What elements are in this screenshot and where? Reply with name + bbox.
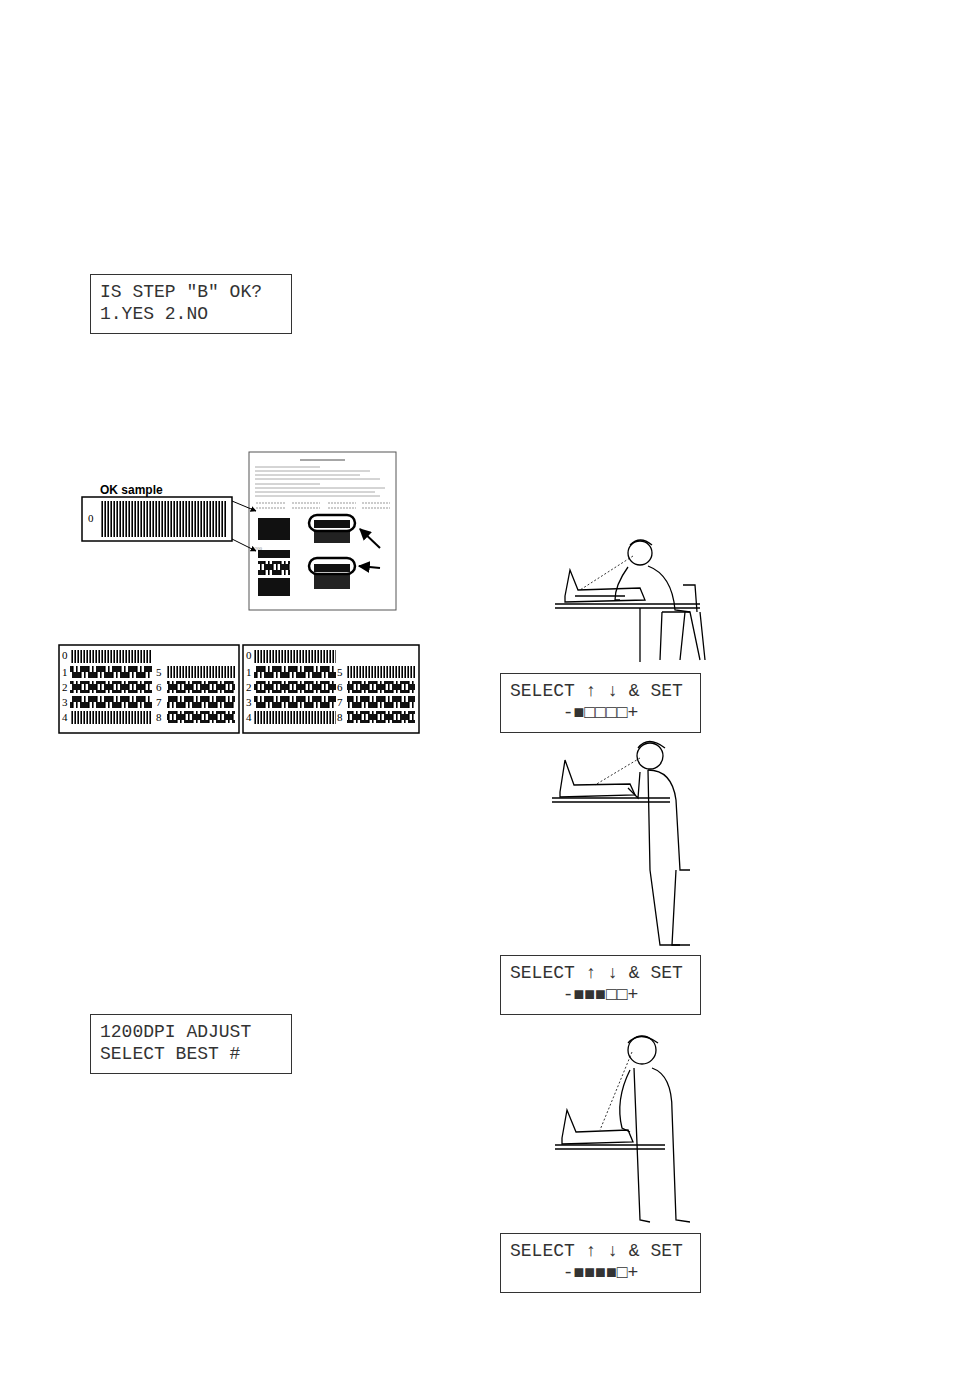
pattern-number: 5 — [337, 667, 343, 678]
lcd-display: SELECT ↑ ↓ & SET-■□□□□+ — [500, 673, 701, 733]
pattern-number: 4 — [246, 712, 252, 723]
lcd-display: SELECT ↑ ↓ & SET-■■■■□+ — [500, 1233, 701, 1293]
standing-viewer — [552, 742, 690, 946]
check-sheet: 1200 — [249, 452, 396, 610]
pattern-number: 3 — [246, 697, 252, 708]
pattern-number: 0 — [246, 650, 252, 661]
lcd-display: 1200DPI ADJUST SELECT BEST # — [90, 1014, 292, 1074]
pattern-number: 7 — [156, 697, 162, 708]
seated-viewer — [555, 540, 705, 662]
pattern-number: 7 — [337, 697, 343, 708]
pattern-number: 1 — [62, 667, 68, 678]
pattern-number: 2 — [246, 682, 252, 693]
pattern-number: 6 — [156, 682, 162, 693]
lcd-display: SELECT ↑ ↓ & SET-■■■□□+ — [500, 955, 701, 1015]
display-text: SELECT ↑ ↓ & SET — [510, 962, 691, 984]
pattern-number: 3 — [62, 697, 68, 708]
display-text: SELECT ↑ ↓ & SET — [510, 1240, 691, 1262]
level-indicator: -■□□□□+ — [510, 702, 691, 724]
pattern-number: 0 — [62, 650, 68, 661]
pointer-arrow — [359, 566, 380, 568]
test-pattern — [59, 645, 419, 733]
display-text: SELECT ↑ ↓ & SET — [510, 680, 691, 702]
pattern-number: 4 — [62, 712, 68, 723]
pattern-number: 8 — [156, 712, 162, 723]
pattern-number: 6 — [337, 682, 343, 693]
level-indicator: -■■■■□+ — [510, 1262, 691, 1284]
pattern-number: 1 — [246, 667, 252, 678]
pattern-number: 0 — [88, 513, 94, 524]
sample-title: OK sample — [100, 483, 163, 497]
pattern-number: 5 — [156, 667, 162, 678]
ok-sample — [82, 497, 256, 551]
pattern-number: 2 — [62, 682, 68, 693]
standing-viewer — [555, 1036, 690, 1222]
display-text: IS STEP "B" OK? 1.YES 2.NO — [100, 281, 282, 325]
level-indicator: -■■■□□+ — [510, 984, 691, 1006]
pointer-arrow — [360, 529, 380, 548]
display-text: 1200DPI ADJUST SELECT BEST # — [100, 1021, 282, 1065]
pattern-number: 8 — [337, 712, 343, 723]
lcd-display: IS STEP "B" OK? 1.YES 2.NO — [90, 274, 292, 334]
